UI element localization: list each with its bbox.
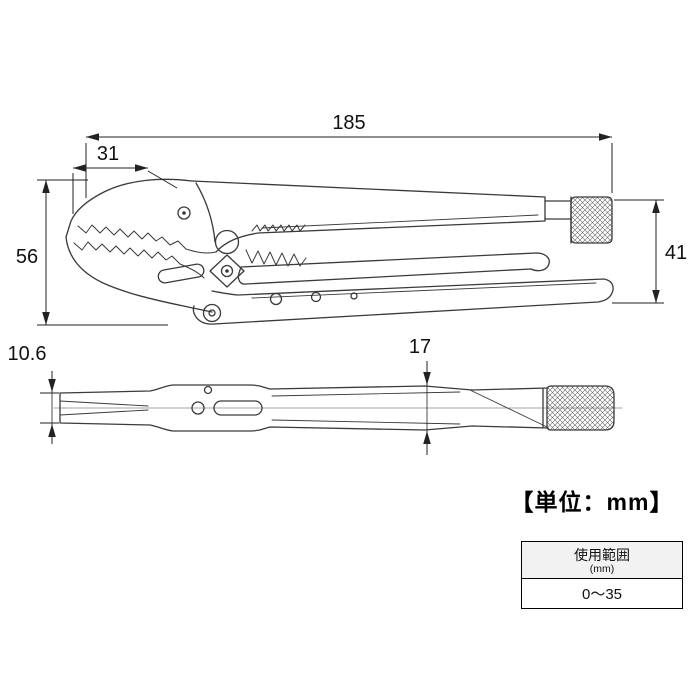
upper-jaw-teeth [77, 224, 217, 254]
unit-label: 【単位：mm】 [510, 489, 674, 515]
release-lever-outline [237, 252, 550, 285]
main-pivot-inner [208, 309, 216, 317]
spec-header-unit: (mm) [589, 563, 615, 576]
screw-head-top-view [203, 385, 213, 395]
dim-label-41: 41 [665, 242, 687, 264]
dimension-annotations: 185 31 56 41 [8, 112, 687, 455]
lever-pivot-center [225, 269, 229, 273]
dim-label-185: 185 [332, 112, 365, 134]
jaw-rivet-center [182, 211, 186, 215]
dim-label-10-6: 10.6 [8, 343, 47, 365]
spec-header-title: 使用範囲 [574, 547, 630, 563]
dimension-body-thickness-17: 17 [409, 336, 431, 455]
jaw-seam-lines [59, 400, 149, 416]
upper-handle-inner-line [261, 214, 539, 229]
body-slot [157, 263, 205, 284]
body-fold-lines [271, 389, 548, 428]
upper-handle-outline [191, 180, 546, 253]
adjusting-screw-knob [570, 196, 613, 244]
dimension-overall-length-185: 185 [85, 112, 613, 198]
dim-label-31: 31 [97, 143, 119, 165]
pliers-side-view [65, 178, 614, 325]
spec-table: 使用範囲 (mm) 0～35 [521, 541, 683, 610]
dimension-head-height-56: 56 [16, 179, 168, 326]
lever-pivot-plate [209, 254, 245, 288]
lower-handle-inner-line [251, 282, 597, 299]
handle-hole-3 [350, 292, 358, 300]
screw-shaft [544, 196, 572, 244]
pliers-top-view [53, 384, 623, 432]
lower-jaw-teeth [73, 241, 205, 279]
lever-pivot-outer [220, 264, 234, 278]
lower-handle-outline [192, 278, 614, 325]
lever-slot-top-view [213, 400, 263, 416]
knob-top-view [546, 385, 615, 431]
dimension-jaw-length-31: 31 [72, 143, 178, 214]
jaw-rivet-outer [177, 206, 191, 220]
dimension-tip-thickness-10-6: 10.6 [8, 343, 59, 444]
spec-table-header: 使用範囲 (mm) [522, 542, 682, 580]
dim-label-56: 56 [16, 246, 38, 268]
head-handle-boundary-line [195, 182, 216, 243]
jaw-head-outline [65, 178, 213, 313]
main-pivot-outer [202, 303, 222, 323]
dimension-handle-height-41: 41 [612, 199, 687, 304]
top-view-outline [59, 384, 549, 432]
spring-zigzag [245, 249, 307, 267]
pivot-top-view [191, 401, 205, 415]
adjusting-rack-teeth [251, 224, 306, 232]
dim-label-17: 17 [409, 336, 431, 358]
spec-range-value: 0～35 [581, 586, 623, 604]
handle-hole-2 [310, 291, 322, 303]
body-large-hole [214, 229, 240, 255]
handle-hole-1 [269, 292, 283, 306]
